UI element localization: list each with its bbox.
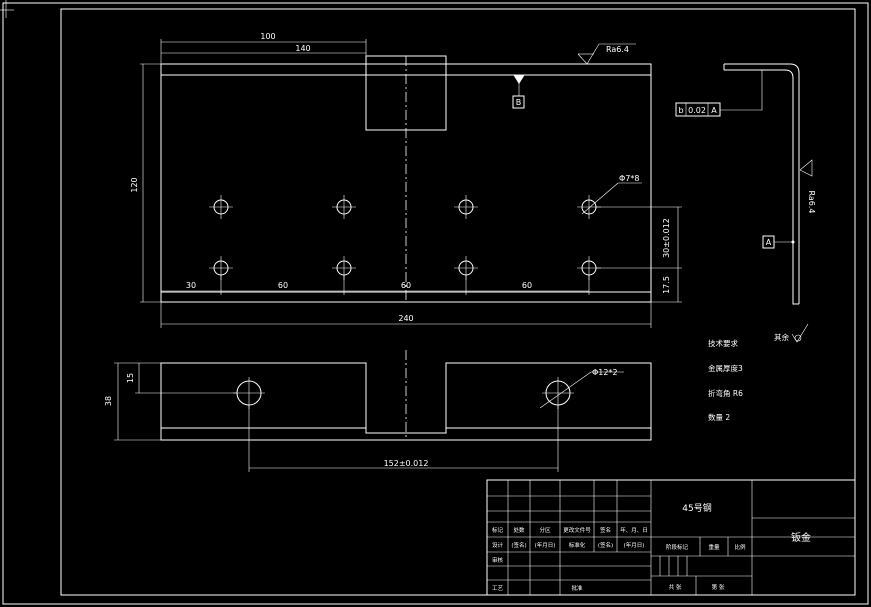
dim-100-lines — [160, 39, 367, 64]
datum-a-label: A — [766, 238, 772, 247]
hole-big-left — [233, 377, 265, 409]
top-view: Φ12*2 15 38 152±0.012 — [104, 350, 652, 472]
title-block-grid — [487, 480, 855, 595]
dim-15: 15 — [126, 373, 135, 383]
tb-r1-c5: 签名 — [600, 526, 611, 534]
hole7-label: Φ7*8 — [619, 174, 639, 183]
tb-stage: 阶段标记 — [666, 543, 689, 551]
dim-120-lines — [140, 63, 161, 303]
rest-roughness-label: 其余 — [774, 332, 789, 342]
tb-name: 钣金 — [791, 531, 811, 544]
tb-r2-c4: 标准化 — [569, 541, 586, 549]
side-view-profile — [724, 63, 800, 304]
tolerance-ref: A — [711, 106, 717, 115]
tb-r2-c6: (年月日) — [624, 541, 645, 549]
front-view: 100 140 120 30 60 60 60 240 — [130, 32, 682, 328]
side-view-profile-inner — [724, 69, 799, 305]
tb-r1-c3: 分区 — [539, 526, 551, 534]
title-block: 45号钢 钣金 标记 处数 分区 更改文件号 签名 年、月、日 设计 (签名) … — [486, 479, 856, 596]
rest-roughness-symbol — [791, 323, 809, 343]
dim-152-lines — [248, 405, 559, 472]
tb-r1-c4: 更改文件号 — [563, 526, 591, 534]
dim-100: 100 — [260, 32, 275, 41]
note-3: 数量 2 — [708, 412, 730, 422]
note-1: 金属厚度3 — [708, 363, 743, 373]
tb-r3: 审核 — [492, 556, 504, 564]
title-block-frame — [486, 479, 856, 596]
dim-140: 140 — [295, 44, 310, 53]
hole-big-right — [542, 377, 574, 409]
dim-120: 120 — [130, 177, 139, 192]
dim-240: 240 — [398, 314, 413, 323]
dim-30: 30 — [186, 281, 196, 290]
dim-152: 152±0.012 — [384, 459, 429, 468]
hole12-label: Φ12*2 — [592, 368, 618, 377]
note-2: 折弯角 R6 — [708, 388, 743, 398]
tb-sheet-no: 第 张 — [712, 583, 725, 591]
tb-r2-c3: (年月日) — [535, 541, 556, 549]
tb-scale: 比例 — [734, 543, 746, 551]
tb-r2-c5: (签名) — [598, 541, 613, 549]
dim-15-38-lines — [114, 362, 237, 441]
dim-60-a: 60 — [278, 281, 288, 290]
tb-sheets: 共 张 — [669, 583, 682, 591]
roughness-side-label: Ra6.4 — [807, 190, 816, 213]
tb-material: 45号钢 — [682, 502, 711, 514]
roughness-symbol-top — [577, 43, 636, 65]
hole12-leader — [539, 371, 592, 409]
dim-240-lines — [160, 302, 652, 328]
datum-b-label: B — [516, 98, 522, 107]
tb-r2-c2: (签名) — [511, 541, 526, 549]
top-view-outline — [160, 362, 652, 441]
dim-38: 38 — [104, 396, 113, 406]
dim-30-tol: 30±0.012 — [662, 218, 671, 258]
datum-b-triangle — [513, 74, 525, 84]
datum-a-dot — [791, 240, 795, 244]
tolerance-symbol: b — [678, 106, 683, 115]
dim-right-lines — [596, 206, 682, 303]
tb-r1-c6: 年、月、日 — [620, 526, 648, 534]
tolerance-leader — [720, 70, 763, 111]
tolerance-frame — [675, 102, 721, 117]
inner-frame — [60, 8, 856, 596]
hole-2 — [332, 195, 356, 219]
tb-r4b: 批准 — [571, 584, 583, 592]
dim-60-b: 60 — [401, 281, 411, 290]
tb-r2-c1: 设计 — [492, 541, 504, 549]
side-view: b 0.02 A Ra6.4 A 其余 — [675, 63, 816, 343]
tolerance-value: 0.02 — [688, 106, 706, 115]
roughness-top-label: Ra6.4 — [606, 45, 629, 54]
tb-weight: 重量 — [708, 543, 720, 551]
roughness-symbol-side — [799, 159, 813, 177]
dim-60-c: 60 — [522, 281, 532, 290]
dim-row-lines — [161, 275, 590, 295]
notes-title: 技术要求 — [708, 338, 738, 348]
dim-17-5: 17.5 — [662, 276, 671, 294]
hole-1 — [209, 195, 233, 219]
tb-r4: 工艺 — [492, 585, 504, 592]
datum-b-box — [512, 95, 525, 109]
tb-r1-c1: 标记 — [492, 526, 504, 534]
hole-3 — [454, 195, 478, 219]
hole7-leader — [581, 182, 619, 215]
tb-r1-c2: 处数 — [513, 526, 525, 534]
technical-notes: 技术要求 金属厚度3 折弯角 R6 数量 2 — [708, 338, 743, 422]
